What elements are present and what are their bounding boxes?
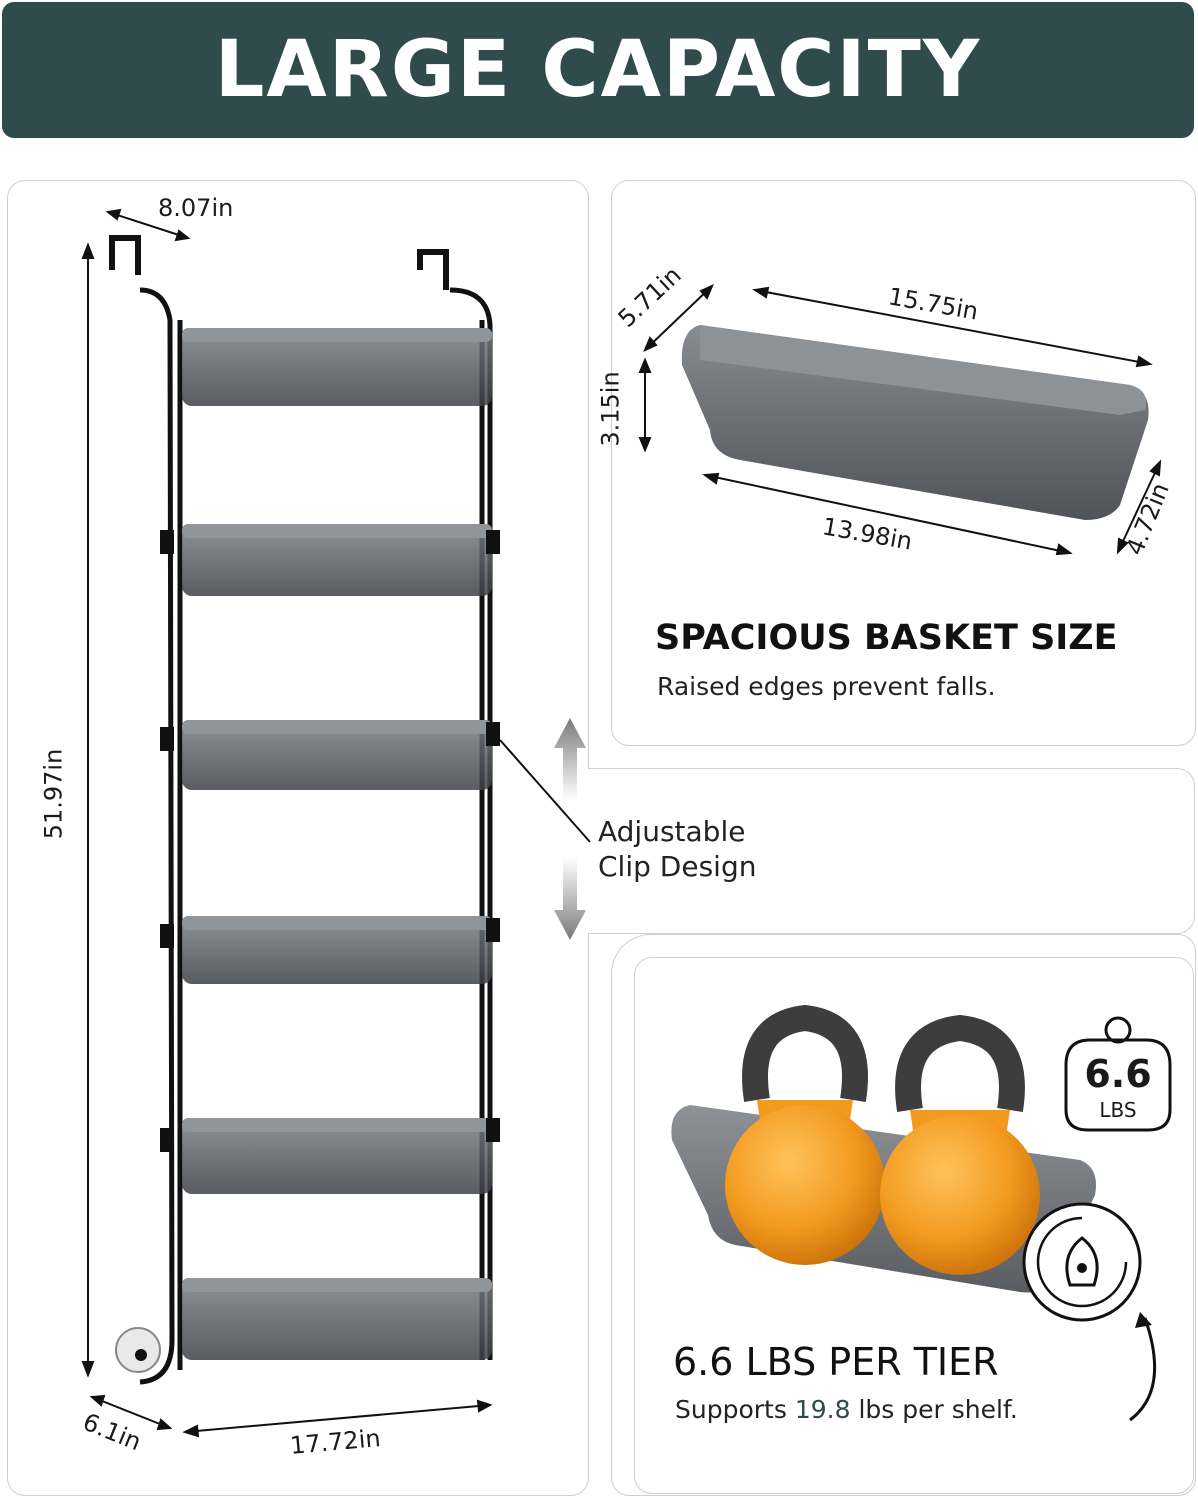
screw-hook-icon <box>1022 1202 1142 1322</box>
kettlebell-left <box>725 1004 885 1265</box>
load-subtext: Supports 19.8 lbs per shelf. <box>675 1395 1018 1424</box>
basket-illustration <box>681 325 1149 520</box>
rack-baskets <box>182 328 492 1360</box>
basket-dimension-lines <box>638 284 1162 556</box>
weight-badge-value: 6.6 <box>1084 1052 1152 1096</box>
curved-arrow <box>1129 1317 1157 1422</box>
load-subtext-suffix: lbs per shelf. <box>858 1395 1018 1424</box>
curved-arrow-head <box>1135 1312 1152 1328</box>
load-heading: 6.6 LBS PER TIER <box>673 1340 999 1384</box>
basket-heading: SPACIOUS BASKET SIZE <box>655 618 1118 658</box>
banner: LARGE CAPACITY <box>2 2 1194 138</box>
double-arrow-icon <box>554 718 586 940</box>
kettlebell-right <box>880 1014 1040 1275</box>
weight-badge-unit: LBS <box>1099 1098 1137 1122</box>
banner-title: LARGE CAPACITY <box>214 25 982 115</box>
adjustable-label-line1: Adjustable <box>598 815 746 848</box>
rack-frame <box>139 287 493 1385</box>
load-subtext-prefix: Supports <box>675 1395 787 1424</box>
suction-cup <box>115 1327 161 1373</box>
rack-height-label: 51.97in <box>39 748 68 840</box>
load-subtext-value: 19.8 <box>794 1395 851 1424</box>
door-hook-left <box>109 235 449 290</box>
rack-dimension-lines <box>81 208 591 1438</box>
rack-hook-depth-label: 8.07in <box>158 194 234 222</box>
weight-badge-icon <box>1064 1016 1172 1132</box>
rack-clips <box>160 530 500 1152</box>
basket-subtext: Raised edges prevent falls. <box>657 672 996 701</box>
basket-height-label: 3.15in <box>596 371 625 447</box>
adjustable-label-line2: Clip Design <box>598 850 757 883</box>
adjustable-strip <box>588 768 1195 934</box>
